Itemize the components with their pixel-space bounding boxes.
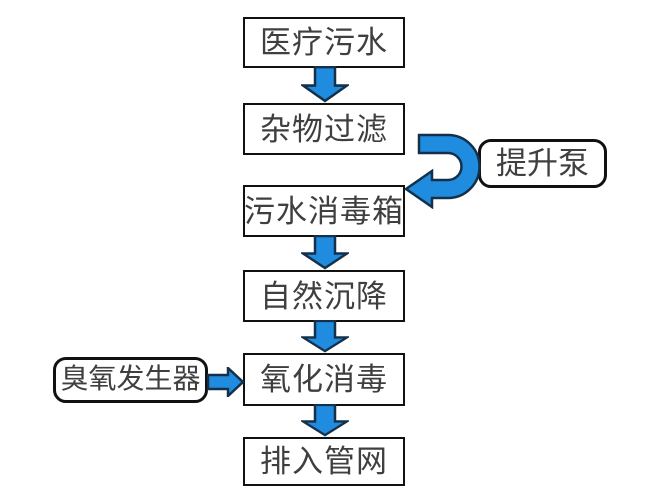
node-debris-filtering-label: 杂物过滤 [260, 111, 388, 147]
node-medical-sewage: 医疗污水 [243, 17, 405, 68]
node-sewage-disinfection-tank-label: 污水消毒箱 [244, 193, 404, 229]
node-lift-pump: 提升泵 [478, 139, 607, 188]
node-discharge-to-pipe-network-label: 排入管网 [260, 444, 388, 479]
u-turn-arrow-icon [403, 133, 481, 210]
node-debris-filtering: 杂物过滤 [243, 103, 405, 155]
node-lift-pump-label: 提升泵 [496, 146, 589, 181]
node-ozone-generator: 臭氧发生器 [53, 357, 208, 403]
node-natural-settling: 自然沉降 [243, 270, 405, 322]
node-discharge-to-pipe-network: 排入管网 [243, 437, 405, 486]
node-ozone-generator-label: 臭氧发生器 [60, 364, 201, 395]
arrow-down-icon [301, 320, 349, 353]
arrow-down-icon [301, 66, 349, 103]
node-natural-settling-label: 自然沉降 [260, 278, 388, 314]
node-oxidation-disinfection: 氧化消毒 [243, 353, 405, 406]
node-medical-sewage-label: 医疗污水 [260, 25, 388, 60]
node-sewage-disinfection-tank: 污水消毒箱 [243, 185, 405, 237]
arrow-right-icon [207, 367, 245, 397]
arrow-down-icon [301, 235, 349, 270]
node-oxidation-disinfection-label: 氧化消毒 [260, 362, 388, 397]
arrow-down-icon [301, 404, 349, 437]
